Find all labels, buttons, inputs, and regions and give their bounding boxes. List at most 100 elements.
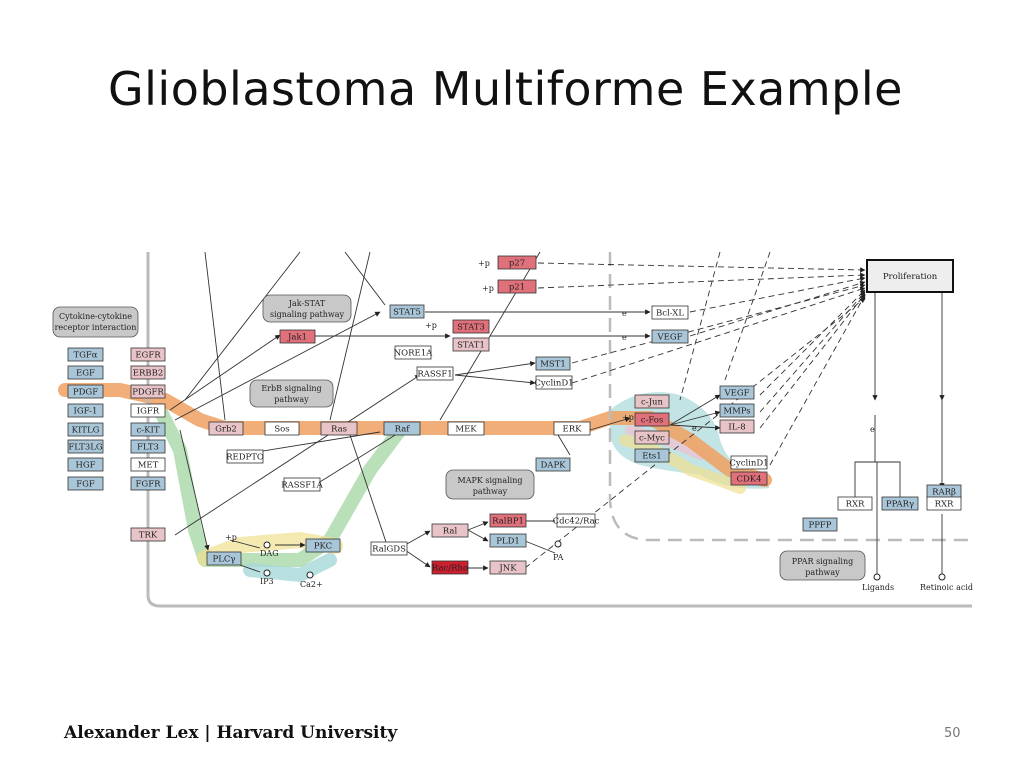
- gene-node-erk[interactable]: ERK: [553, 421, 591, 436]
- pathway-boxes: Cytokine-cytokine receptor interaction J…: [52, 294, 866, 581]
- pathway-ppar[interactable]: PPAR signaling pathway: [779, 550, 866, 581]
- gene-label: JNK: [498, 564, 517, 574]
- gene-node-ralbp1[interactable]: RalBP1: [489, 513, 527, 528]
- gene-node-egfr[interactable]: EGFR: [130, 347, 166, 362]
- gene-node-pdgf[interactable]: PDGF: [67, 384, 104, 399]
- gene-node-hgf[interactable]: HGF: [67, 457, 104, 472]
- pa-label: PA: [553, 553, 564, 562]
- pathway-erbb[interactable]: ErbB signaling pathway: [249, 379, 334, 408]
- ligands-label: Ligands: [862, 583, 894, 592]
- gene-label: PLCγ: [213, 555, 236, 565]
- gene-node-grb2[interactable]: Grb2: [208, 421, 244, 436]
- gene-node-stat1[interactable]: STAT1: [452, 337, 490, 352]
- gene-node-mst1[interactable]: MST1: [535, 356, 571, 371]
- gene-node-jak1[interactable]: Jak1: [279, 329, 316, 344]
- gene-node-erbb2[interactable]: ERBB2: [130, 365, 166, 380]
- gene-node-p27[interactable]: p27: [497, 255, 537, 270]
- gene-node-igfr[interactable]: IGFR: [130, 403, 166, 418]
- gene-node-rxra[interactable]: RXR: [837, 496, 873, 511]
- gene-node-bclxl[interactable]: Bcl-XL: [651, 305, 689, 320]
- gene-node-kitlg[interactable]: KITLG: [67, 422, 104, 437]
- gene-node-pkc[interactable]: PKC: [305, 538, 341, 553]
- gene-label: RASSF1A: [281, 481, 323, 491]
- gene-label: MMPs: [723, 407, 750, 417]
- gene-label: Raf: [395, 425, 411, 435]
- e-label: e: [870, 425, 875, 434]
- gene-label: Cdc42/Rac: [553, 517, 600, 527]
- gene-node-trk[interactable]: TRK: [130, 527, 166, 542]
- gene-label: p27: [509, 259, 525, 269]
- gene-node-pld1[interactable]: PLD1: [489, 533, 527, 548]
- gene-node-ppary[interactable]: PPARγ: [881, 496, 919, 511]
- gene-node-mek[interactable]: MEK: [447, 421, 485, 436]
- gene-label: RASSF1: [417, 370, 452, 380]
- e-label: e: [622, 333, 627, 342]
- gene-node-igf1[interactable]: IGF-1: [67, 403, 104, 418]
- gene-node-jnk[interactable]: JNK: [489, 560, 527, 575]
- gene-node-egf[interactable]: EGF: [67, 365, 104, 380]
- gene-label: MST1: [540, 360, 566, 370]
- gene-node-rarb[interactable]: RARβ: [926, 484, 962, 499]
- proliferation-box[interactable]: Proliferation: [866, 259, 954, 293]
- gene-node-stat5[interactable]: STAT5: [389, 304, 425, 319]
- gene-node-mmps[interactable]: MMPs: [719, 403, 755, 418]
- gene-node-plcy[interactable]: PLCγ: [206, 551, 242, 566]
- gene-label: IGFR: [137, 407, 160, 417]
- gene-node-cfos[interactable]: c-Fos: [634, 412, 670, 427]
- gene-node-fgfr[interactable]: FGFR: [130, 476, 166, 491]
- pathway-mapk[interactable]: MAPK signaling pathway: [445, 469, 535, 500]
- ca2-label: Ca2+: [300, 580, 323, 589]
- gene-node-ras[interactable]: Ras: [320, 421, 358, 436]
- gene-label: Ets1: [642, 452, 661, 462]
- gene-label: CyclinD1: [534, 379, 573, 389]
- gene-node-ralgds[interactable]: RalGDS: [370, 541, 408, 556]
- gene-node-flt3[interactable]: FLT3: [130, 439, 166, 454]
- gene-label: STAT1: [457, 341, 485, 351]
- gene-label: RXR: [846, 500, 865, 510]
- gene-node-dapk[interactable]: DAPK: [535, 457, 571, 472]
- pa-compound: [554, 540, 562, 548]
- gene-node-cyclind1a[interactable]: CyclinD1: [534, 375, 574, 390]
- frame-lines: [146, 252, 972, 608]
- gene-node-rassf1a[interactable]: RASSF1A: [281, 477, 324, 492]
- gene-node-rxrb[interactable]: RXR: [926, 496, 962, 511]
- gene-node-sos[interactable]: Sos: [264, 421, 300, 436]
- gene-node-met[interactable]: MET: [130, 457, 166, 472]
- gene-label: VEGF: [656, 333, 682, 343]
- gene-label: EGFR: [135, 351, 161, 361]
- gene-node-rassf1[interactable]: RASSF1: [416, 366, 454, 381]
- gene-node-nore1a[interactable]: NORE1A: [394, 345, 433, 360]
- ligands-compound: [873, 573, 881, 581]
- gene-node-raf[interactable]: Raf: [383, 421, 421, 436]
- gene-label: FGFR: [136, 480, 162, 490]
- pathway-cytokine-line1: Cytokine-cytokine: [59, 312, 132, 321]
- gene-node-cyclind1b[interactable]: CyclinD1: [729, 455, 769, 470]
- gene-node-stat3[interactable]: STAT3: [452, 319, 490, 334]
- gene-node-il8[interactable]: IL-8: [719, 419, 755, 434]
- gene-node-cdc42rac[interactable]: Cdc42/Rac: [553, 513, 600, 528]
- gene-node-ppfp[interactable]: PPFP: [802, 517, 838, 532]
- gene-node-racrho[interactable]: Rac/Rho: [431, 560, 469, 575]
- gene-node-p21[interactable]: p21: [497, 279, 537, 294]
- gene-node-ral[interactable]: Ral: [431, 523, 469, 538]
- gene-node-redpto[interactable]: REDPTO: [226, 449, 264, 464]
- gene-node-fgf[interactable]: FGF: [67, 476, 104, 491]
- plus-p-label: +p: [482, 284, 494, 293]
- gene-node-cdk4[interactable]: CDK4: [730, 471, 768, 486]
- gene-label: REDPTO: [226, 453, 264, 463]
- gene-node-pdgfr[interactable]: PDGFR: [130, 384, 166, 399]
- svg-text:Proliferation: Proliferation: [883, 272, 938, 282]
- gene-label: STAT5: [393, 308, 421, 318]
- gene-node-ets1[interactable]: Ets1: [634, 448, 670, 463]
- gene-node-vegfb[interactable]: VEGF: [719, 385, 755, 400]
- pathway-jakstat[interactable]: Jak-STAT signaling pathway: [262, 294, 352, 323]
- gene-node-tgfa[interactable]: TGFα: [67, 347, 104, 362]
- gene-node-vegfa[interactable]: VEGF: [651, 329, 689, 344]
- pathway-cytokine[interactable]: Cytokine-cytokine receptor interaction: [52, 306, 139, 338]
- gene-node-cjun[interactable]: c-Jun: [634, 394, 670, 409]
- gene-node-ckit[interactable]: c-KIT: [130, 422, 166, 437]
- gene-node-cmyc[interactable]: c-Myc: [634, 430, 670, 445]
- gene-node-flt3lg[interactable]: FLT3LG: [67, 439, 104, 454]
